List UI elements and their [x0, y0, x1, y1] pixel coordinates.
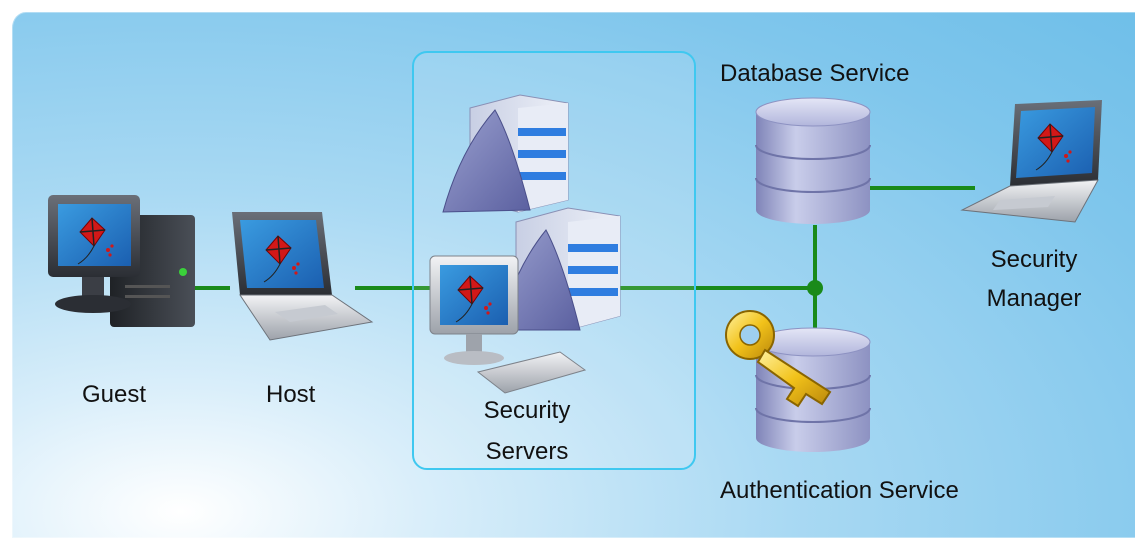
- security-manager-laptop-icon[interactable]: [960, 100, 1102, 223]
- key-icon: [725, 310, 832, 408]
- database-icon[interactable]: [755, 97, 871, 224]
- network-links: [195, 186, 975, 330]
- security-manager-label-line2: Manager: [987, 285, 1082, 312]
- security-manager-label-line1: Security: [991, 246, 1078, 273]
- guest-computer-icon[interactable]: [48, 195, 195, 327]
- host-laptop-icon[interactable]: [232, 212, 374, 341]
- security-servers-label-line1: Security: [484, 397, 571, 424]
- security-servers-label-line2: Servers: [486, 438, 569, 465]
- security-server-icon[interactable]: [442, 94, 569, 213]
- host-label: Host: [266, 381, 316, 408]
- security-workstation-icon[interactable]: [429, 255, 587, 394]
- database-service-label: Database Service: [720, 60, 909, 87]
- guest-label: Guest: [82, 381, 146, 408]
- network-hub-node: [807, 280, 823, 296]
- authentication-service-label: Authentication Service: [720, 477, 959, 504]
